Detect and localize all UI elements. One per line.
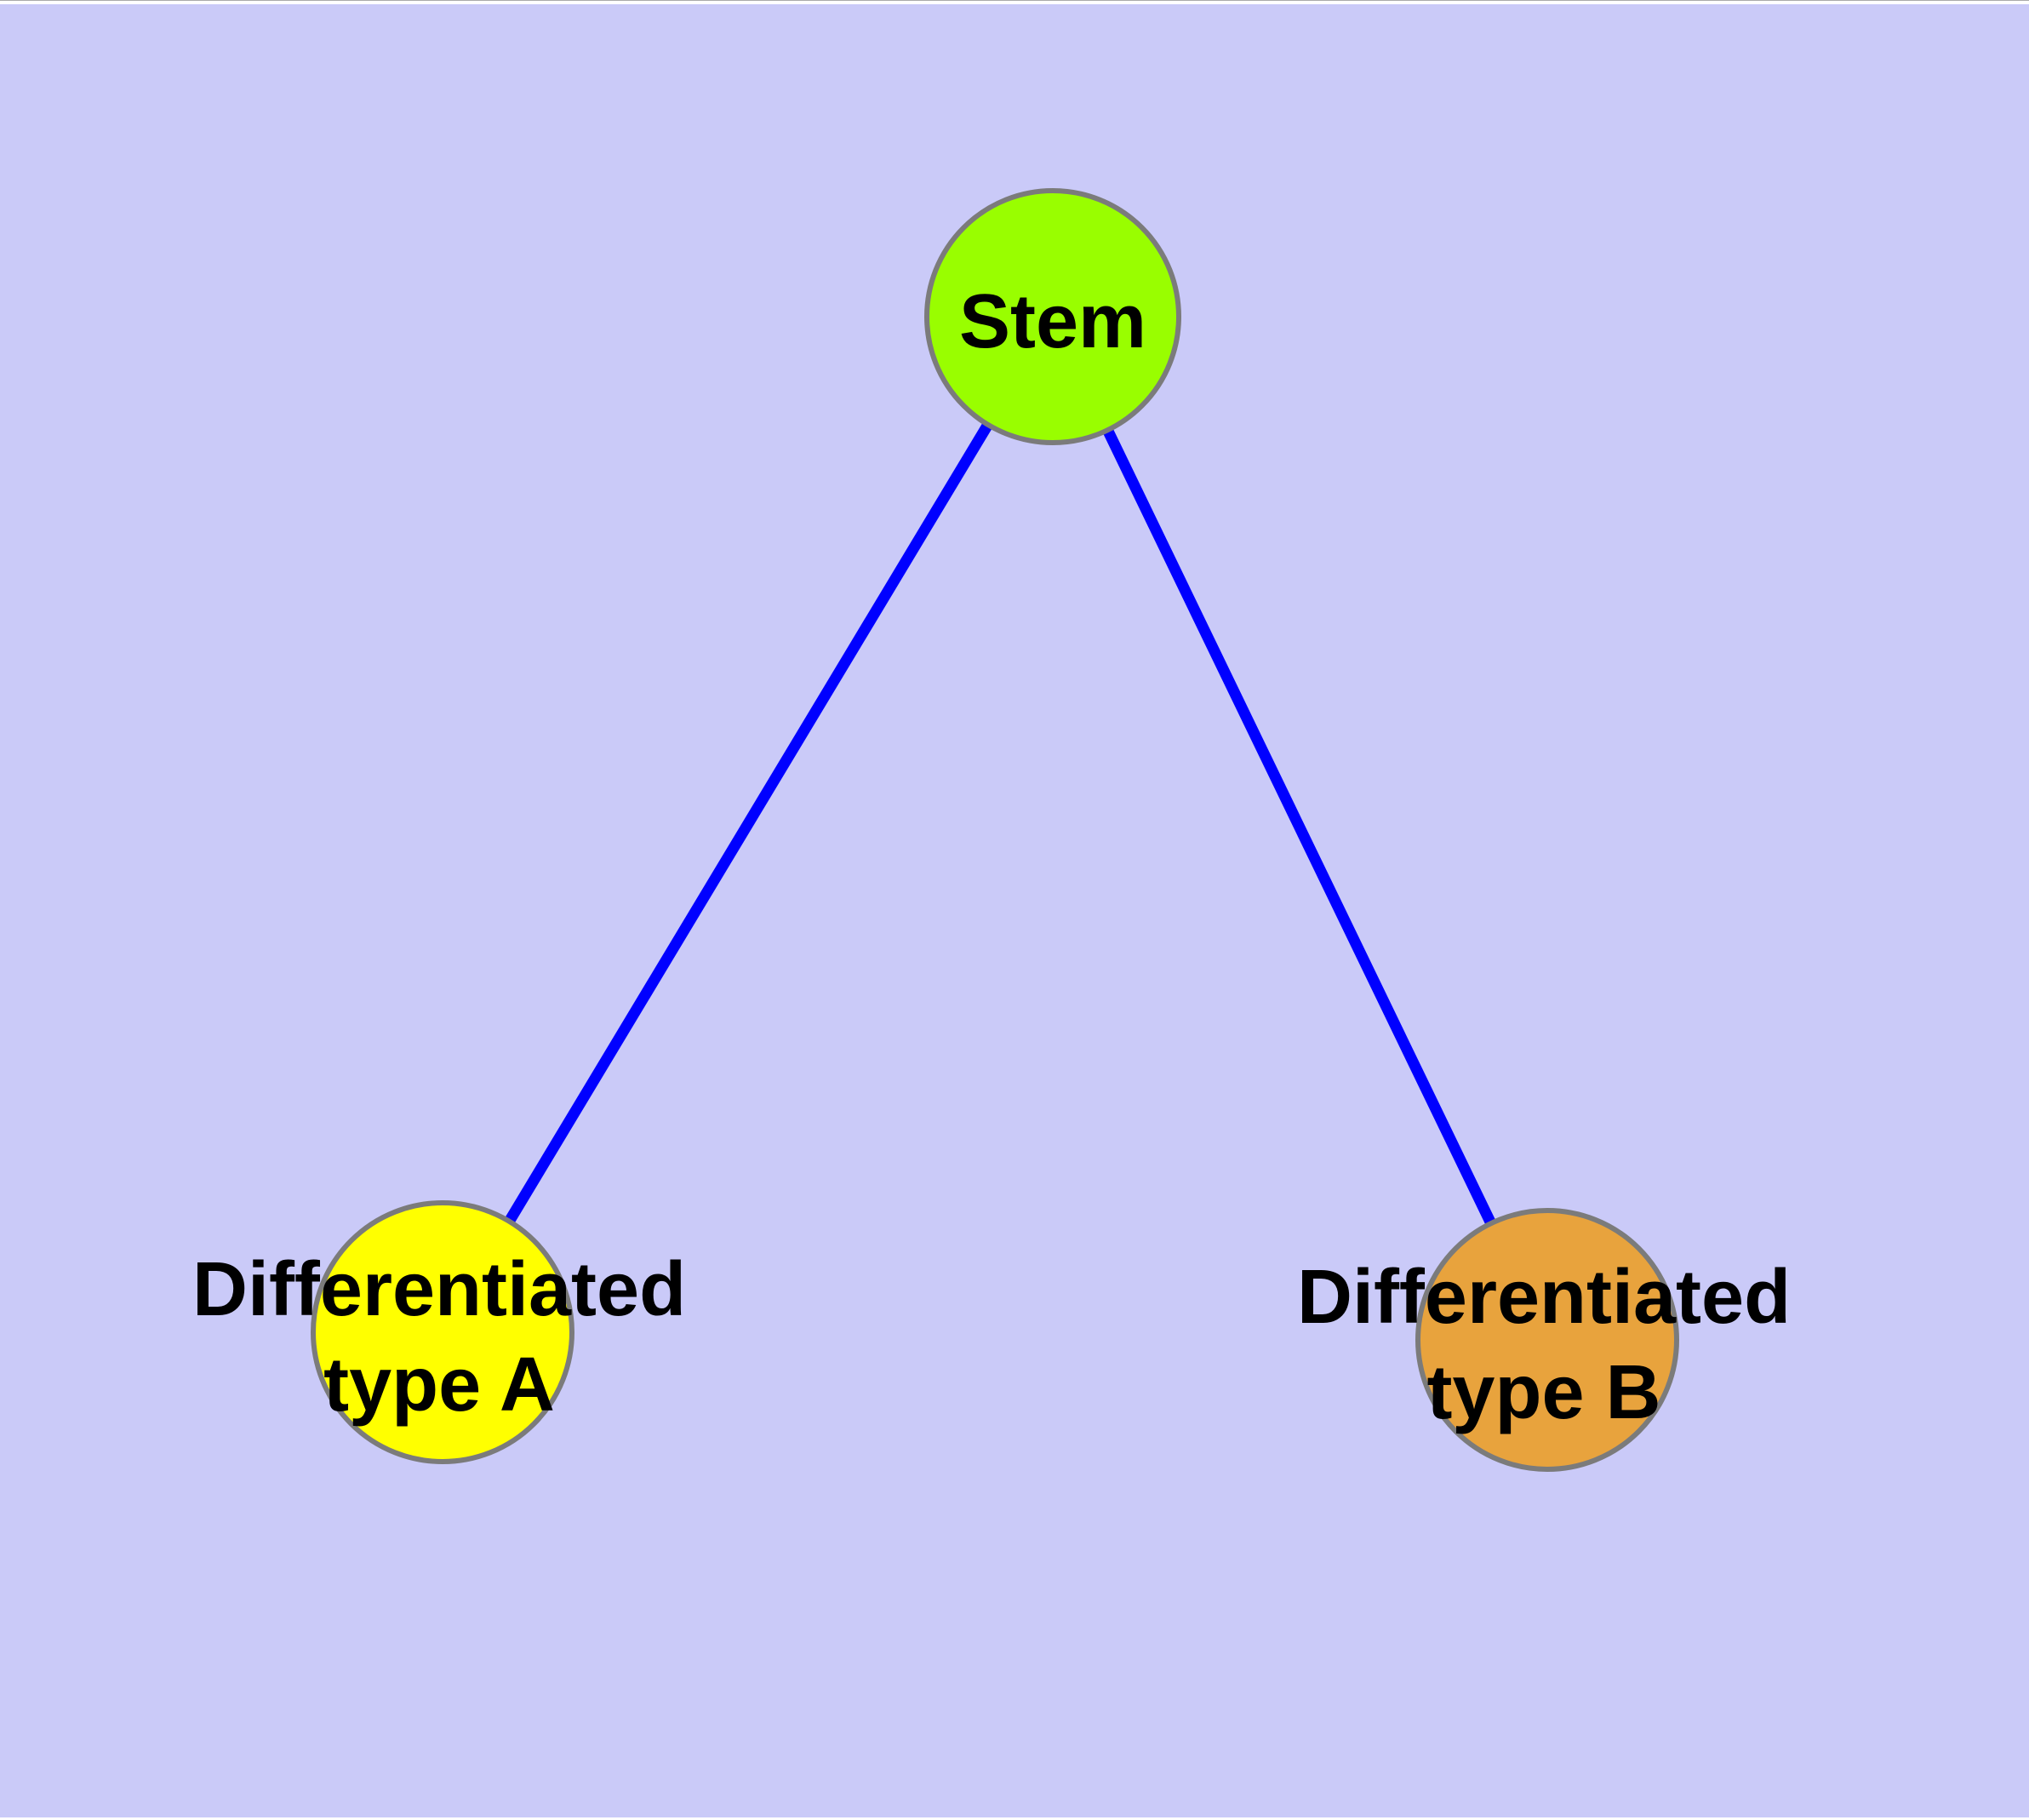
node-stem bbox=[924, 188, 1181, 445]
window-top-edge bbox=[0, 0, 2029, 4]
label-line: Stem bbox=[958, 279, 1147, 364]
edge-stem-to-type-a bbox=[437, 313, 1058, 1336]
label-line: type B bbox=[1426, 1350, 1661, 1435]
node-label-stem: Stem bbox=[959, 274, 1146, 369]
edge-stem-to-type-b bbox=[1048, 314, 1552, 1342]
label-line: Differentiated bbox=[191, 1247, 687, 1332]
label-line: type A bbox=[323, 1342, 555, 1428]
label-line: Differentiated bbox=[1296, 1255, 1792, 1340]
window-bottom-edge bbox=[0, 1817, 2029, 1820]
node-differentiated-type-b bbox=[1415, 1208, 1679, 1472]
node-differentiated-type-a bbox=[311, 1200, 574, 1464]
node-label-differentiated-type-a: Differentiated type A bbox=[192, 1242, 686, 1433]
node-label-differentiated-type-b: Differentiated type B bbox=[1297, 1250, 1791, 1440]
